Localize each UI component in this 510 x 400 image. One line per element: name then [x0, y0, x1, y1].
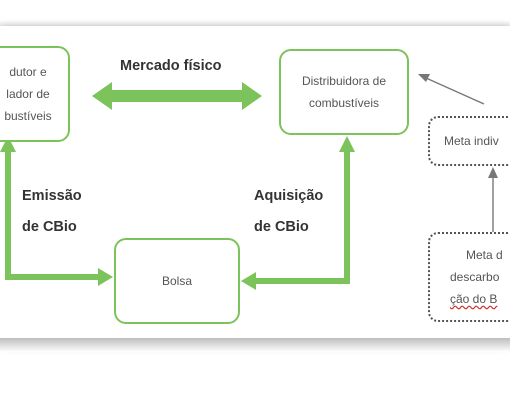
cbio-issuance-label-1: Emissão	[22, 188, 82, 204]
distributor-line-2: combustíveis	[308, 96, 379, 110]
producer-box: dutor e lador de bustíveis	[0, 46, 70, 142]
distributor-box: Distribuidora de combustíveis	[279, 49, 409, 135]
individual-target-label: Meta indiv	[444, 134, 499, 148]
decarbonization-target-box: Meta d descarbo ção do B	[428, 232, 510, 322]
figure-top-edge	[0, 20, 510, 28]
figure-shadow	[0, 338, 510, 352]
physical-market-arrow	[92, 82, 262, 110]
decarbonization-line-1: Meta d	[466, 248, 503, 262]
physical-market-label: Mercado físico	[120, 58, 222, 74]
cbio-issuance-arrow	[0, 136, 113, 286]
individual-target-box: Meta indiv	[428, 116, 510, 166]
distributor-line-1: Distribuidora de	[301, 74, 387, 88]
exchange-label: Bolsa	[161, 274, 193, 288]
producer-line-3: bustíveis	[4, 109, 52, 123]
producer-line-1: dutor e	[9, 65, 47, 79]
decarbonization-line-3: ção do B	[450, 292, 498, 306]
exchange-box: Bolsa	[114, 238, 240, 324]
decarbonization-to-individual-arrow	[488, 167, 498, 232]
target-to-distributor-arrow	[418, 74, 485, 105]
cbio-acquisition-arrow	[241, 136, 355, 290]
producer-line-2: lador de	[6, 87, 50, 101]
decarbonization-line-2: descarbo	[450, 270, 500, 284]
cbio-acquisition-label-2: de CBio	[254, 219, 309, 235]
cbio-acquisition-label-1: Aquisição	[254, 188, 324, 204]
cbio-issuance-label-2: de CBio	[22, 219, 77, 235]
